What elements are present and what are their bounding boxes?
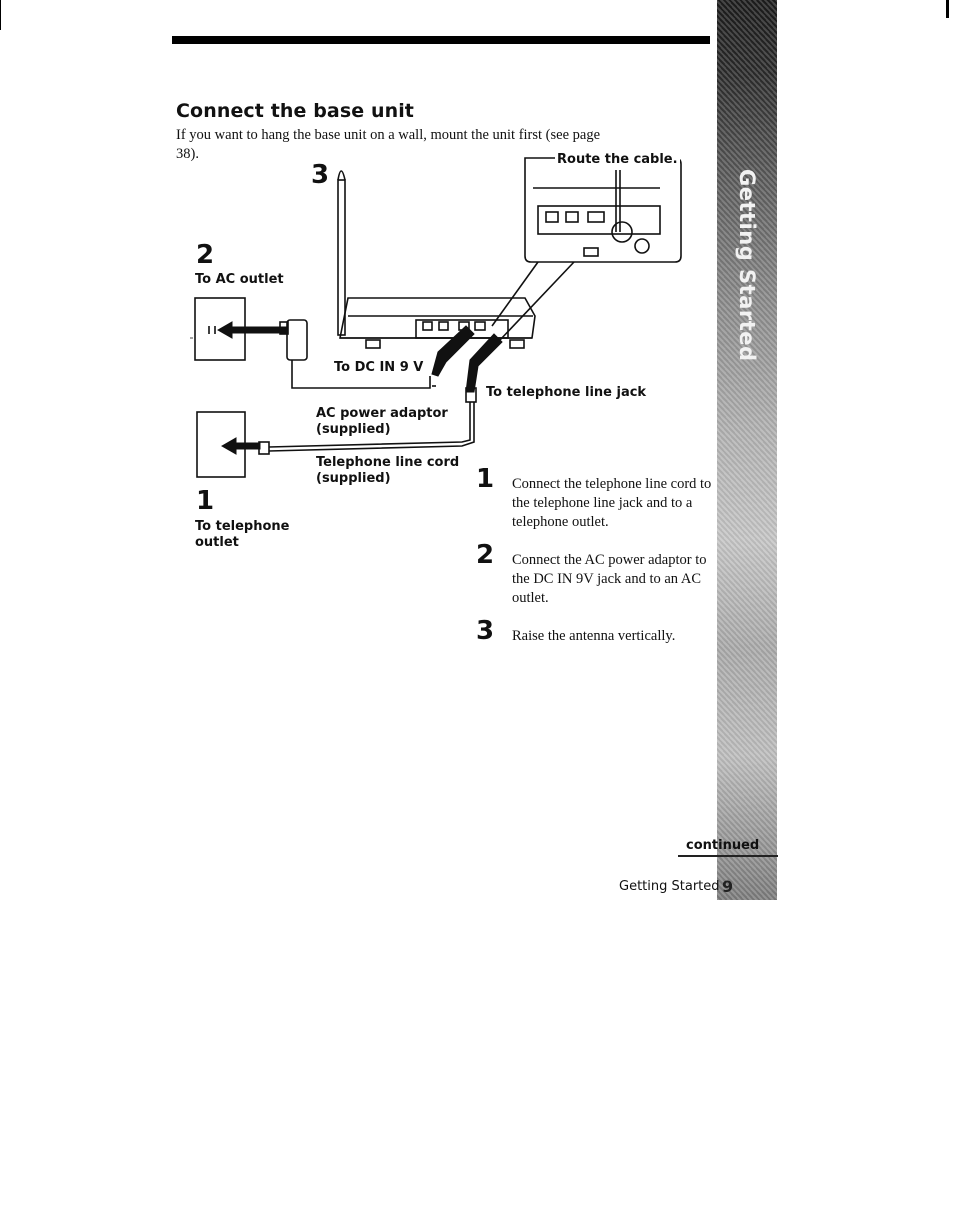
antenna <box>337 179 346 336</box>
page-title: Connect the base unit <box>176 100 414 122</box>
page-edge-mark-left <box>0 0 1 30</box>
continued-rule <box>678 855 778 857</box>
label-dc-in: To DC IN 9 V <box>334 360 424 375</box>
label-telephone-line-cord: Telephone line cord (supplied) <box>316 455 459 487</box>
step-number-antenna: 3 <box>311 160 330 190</box>
step-text: Connect the telephone line cord to the t… <box>512 476 712 530</box>
label-ac-power-adaptor-line2: (supplied) <box>316 422 391 437</box>
label-telephone-line-cord-line2: (supplied) <box>316 471 391 486</box>
label-ac-power-adaptor-line1: AC power adaptor <box>316 406 448 421</box>
arrow-to-dc-in <box>431 325 475 377</box>
label-telephone-line-cord-line1: Telephone line cord <box>316 455 460 470</box>
step-number-telephone: 1 <box>196 486 215 516</box>
label-telephone-line-jack: To telephone line jack <box>486 385 647 400</box>
page-edge-mark <box>946 0 949 18</box>
label-telephone-outlet-line1: To telephone <box>195 519 290 534</box>
route-cable-callout <box>524 157 682 263</box>
connection-illustration <box>190 157 682 478</box>
label-ac-outlet: To AC outlet <box>195 272 284 287</box>
intro-paragraph: If you want to hang the base unit on a w… <box>176 127 601 162</box>
label-telephone-outlet: To telephone outlet <box>195 519 289 551</box>
continued-marker: continued <box>686 838 760 853</box>
connection-diagram: Route the cable. 3 2 To AC outlet To DC … <box>170 150 710 570</box>
step-number-ac: 2 <box>196 240 215 270</box>
label-telephone-outlet-line2: outlet <box>195 535 239 550</box>
step-number: 1 <box>476 464 495 494</box>
ac-adaptor-body <box>286 319 308 361</box>
step-number: 3 <box>476 616 495 646</box>
arrow-to-telephone-outlet <box>220 437 261 455</box>
page-number: 9 <box>722 877 734 896</box>
arrow-to-ac-outlet <box>216 321 287 339</box>
footer-section-name: Getting Started <box>619 879 720 894</box>
step-number: 2 <box>476 540 495 570</box>
arrow-to-line-jack <box>465 333 503 393</box>
step-text: Raise the antenna vertically. <box>512 628 676 644</box>
header-rule <box>172 36 710 44</box>
label-ac-power-adaptor: AC power adaptor (supplied) <box>316 406 448 438</box>
section-side-tab <box>717 0 777 900</box>
side-tab-label: Getting Started <box>735 169 759 362</box>
callout-route-cable: Route the cable. <box>555 152 680 167</box>
base-unit <box>339 297 536 339</box>
step-text: Connect the AC power adaptor to the DC I… <box>512 552 707 606</box>
